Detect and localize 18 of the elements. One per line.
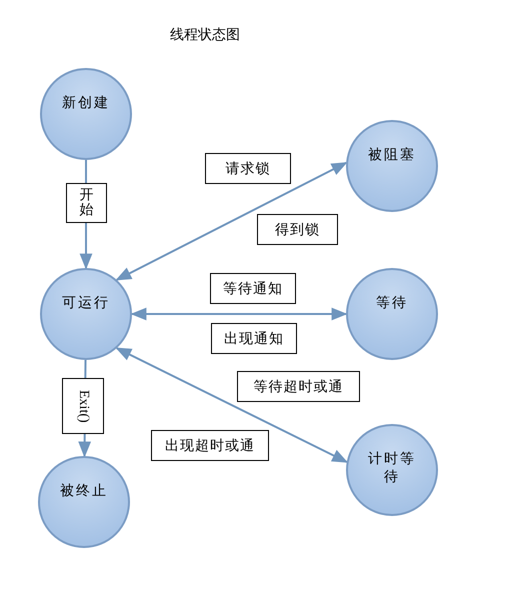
arrow: [130, 308, 348, 320]
text-box: 出现通知: [211, 323, 297, 354]
arrow: [115, 162, 348, 281]
state-label: 可运行: [61, 294, 111, 312]
state-label: 计时等待: [367, 450, 417, 486]
text-box: 请求锁: [205, 153, 291, 184]
arrow: [115, 347, 348, 463]
text-box: 出现超时或通: [151, 430, 269, 461]
text-box: 得到锁: [257, 214, 338, 245]
text-box: 等待超时或通: [237, 371, 360, 402]
state-label: 被终止: [59, 482, 109, 500]
diagram-title: 线程状态图: [170, 26, 240, 44]
state-label: 等待: [375, 294, 409, 312]
state-label: 被阻塞: [367, 146, 417, 164]
state-label: 新创建: [61, 94, 111, 112]
edge-label: Exit(): [62, 378, 104, 434]
text-box: 等待通知: [210, 273, 296, 304]
edge-label: 开始: [66, 183, 107, 223]
